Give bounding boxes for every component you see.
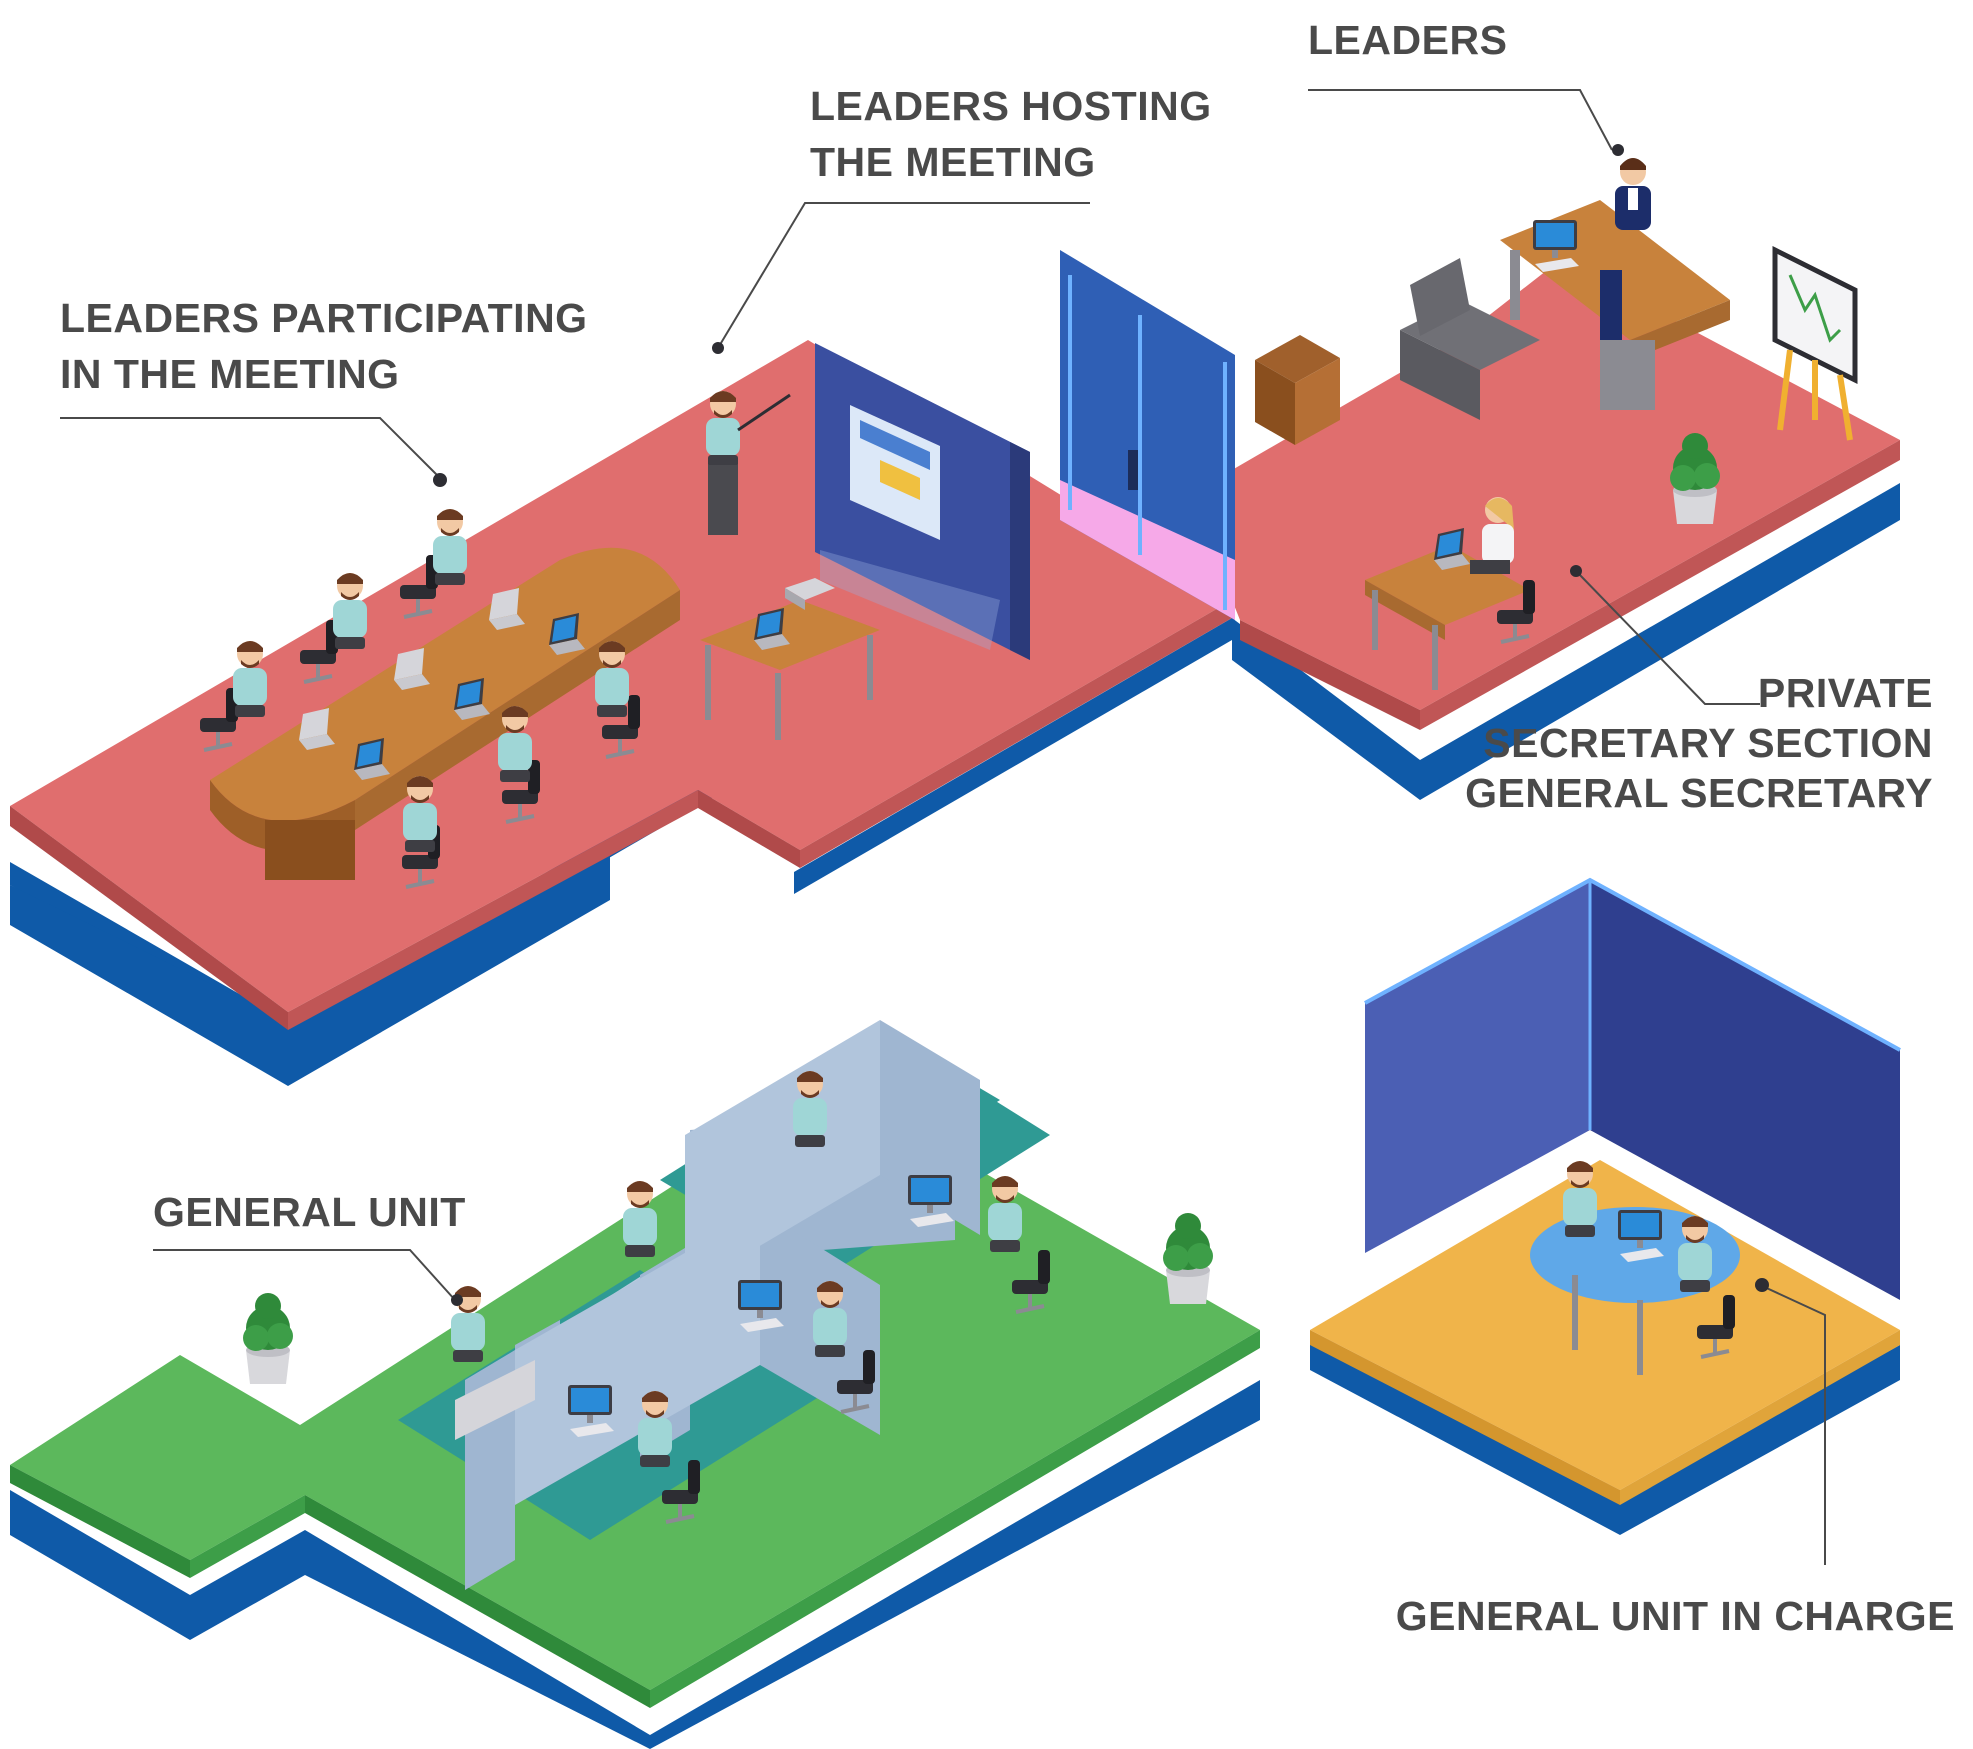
person-icon — [1678, 1216, 1712, 1292]
cabinet-icon — [1255, 335, 1340, 445]
label-general-unit-in-charge: GENERAL UNIT IN CHARGE — [1395, 1593, 1955, 1639]
person-icon — [813, 1281, 847, 1357]
projector-icon — [785, 578, 835, 610]
label-leaders-participating: LEADERS PARTICIPATING IN THE MEETING — [60, 290, 588, 402]
flipchart-icon — [1772, 245, 1858, 441]
label-secretary: PRIVATE SECRETARY SECTION GENERAL SECRET… — [1465, 668, 1933, 818]
label-leaders-hosting: LEADERS HOSTING THE MEETING — [810, 78, 1212, 190]
secretary-desk — [1365, 545, 1530, 690]
monitor-icon — [738, 1280, 784, 1332]
presentation-screen — [815, 343, 1030, 660]
armchair-icon — [1400, 258, 1540, 420]
leader-dots — [433, 144, 1769, 1306]
monitor-icon — [908, 1175, 954, 1227]
person-icon — [793, 1071, 827, 1147]
label-leaders: LEADERS — [1308, 17, 1508, 63]
label-general-unit: GENERAL UNIT — [153, 1189, 466, 1235]
label-line: LEADERS HOSTING — [810, 83, 1212, 129]
label-line: IN THE MEETING — [60, 351, 400, 397]
glass-door — [1060, 250, 1235, 620]
label-line: PRIVATE — [1757, 670, 1933, 716]
person-icon — [638, 1391, 672, 1467]
projector-table — [700, 600, 880, 740]
monitor-icon — [1618, 1210, 1664, 1262]
person-icon — [333, 573, 367, 649]
label-line: SECRETARY SECTION — [1483, 720, 1933, 766]
monitor-icon — [1533, 220, 1579, 272]
label-line: THE MEETING — [810, 139, 1096, 185]
leader-person — [1600, 158, 1651, 340]
person-icon — [233, 641, 267, 717]
person-icon — [623, 1181, 657, 1257]
label-line: GENERAL SECRETARY — [1465, 770, 1933, 816]
person-icon — [595, 641, 629, 717]
general-unit-in-charge-room — [1310, 877, 1901, 1535]
plant-icon — [1163, 1213, 1213, 1304]
person-icon — [1563, 1161, 1597, 1237]
person-icon — [403, 776, 437, 852]
person-icon — [988, 1176, 1022, 1252]
leader-lines — [60, 89, 1826, 1565]
plant-icon — [243, 1293, 293, 1384]
person-icon — [433, 509, 467, 585]
monitor-icon — [568, 1385, 614, 1437]
presenter — [706, 391, 791, 535]
label-line: LEADERS PARTICIPATING — [60, 295, 588, 341]
secretary-person — [1470, 497, 1537, 644]
person-icon — [498, 706, 532, 782]
